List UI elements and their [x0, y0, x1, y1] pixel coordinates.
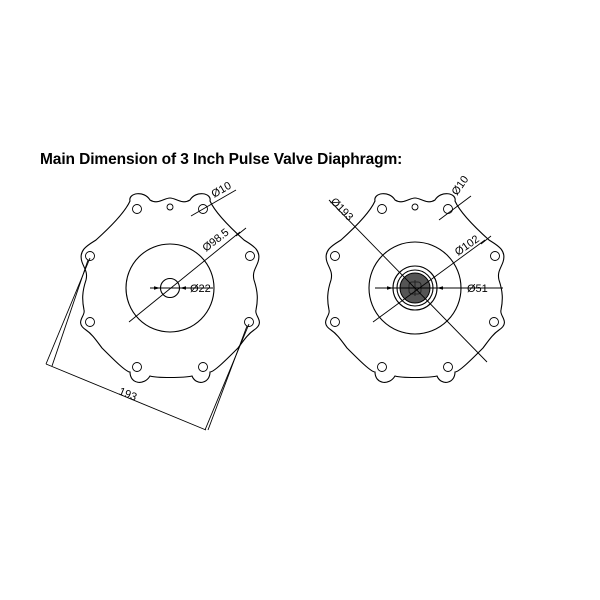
- inner-circle-dim-label: Ø98.5: [200, 226, 231, 254]
- hole-dim-label: Ø10: [210, 180, 234, 201]
- bolt-hole: [85, 251, 95, 261]
- bolt-hole: [244, 317, 254, 327]
- bolt-hole: [85, 317, 95, 327]
- page-title: Main Dimension of 3 Inch Pulse Valve Dia…: [40, 151, 403, 168]
- inner-circle-dim-label: Ø102: [453, 233, 482, 258]
- diaphragm-front-view: Ø22 Ø98.5 Ø10 193: [45, 180, 260, 431]
- diaphragm-outline: [80, 193, 260, 383]
- bolt-hole: [377, 204, 387, 214]
- outer-dia-dim-label: Ø193: [328, 196, 355, 224]
- diaphragm-back-view: Ø51 Ø102 Ø10 Ø193: [325, 174, 505, 383]
- bolt-hole: [443, 362, 453, 372]
- inner-circle: [125, 243, 215, 333]
- bolt-hole: [377, 362, 387, 372]
- locator-hole: [166, 203, 174, 211]
- center-boss-dim-label: Ø51: [467, 283, 488, 295]
- bolt-hole: [132, 362, 142, 372]
- bolt-hole: [198, 204, 208, 214]
- locator-hole: [411, 203, 419, 211]
- bolt-hole: [132, 204, 142, 214]
- bolt-hole: [330, 251, 340, 261]
- bolt-hole: [489, 317, 499, 327]
- bolt-hole: [198, 362, 208, 372]
- bolt-hole: [330, 317, 340, 327]
- bolt-hole: [443, 204, 453, 214]
- center-hole-dim-label: Ø22: [190, 283, 211, 295]
- hole-dim-label: Ø10: [450, 174, 472, 198]
- bolt-hole: [490, 251, 500, 261]
- diaphragm-outline: [325, 193, 505, 383]
- bolt-hole: [245, 251, 255, 261]
